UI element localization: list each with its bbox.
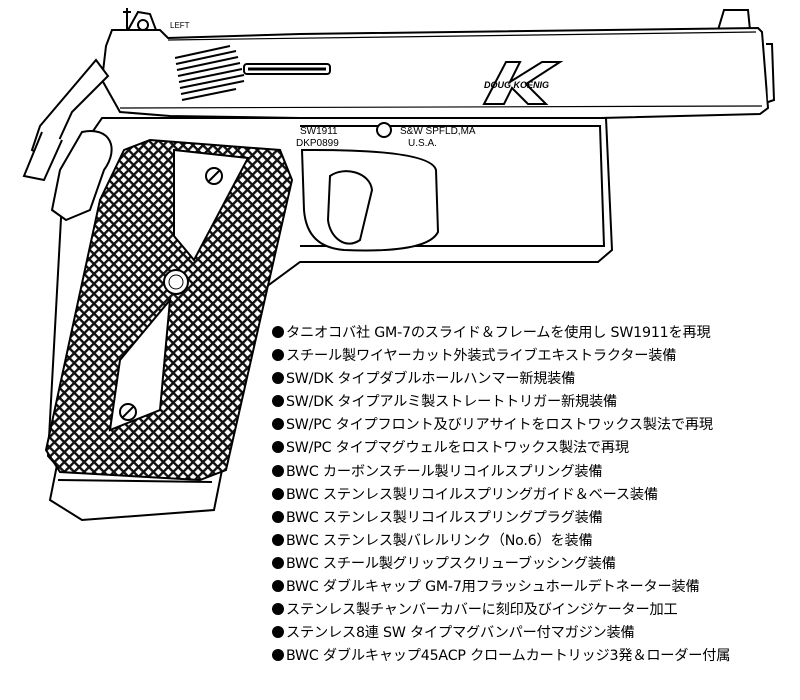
feature-text: SW/PC タイプフロント及びリアサイトをロストワックス製法で再現 [286,417,713,434]
brand-logo-text: DOUG KOENIG [484,80,549,90]
front-sight [716,9,752,31]
list-item: BWC ステンレス製バレルリンク（No.6）を装備 [272,530,730,553]
bullet-icon [272,349,284,362]
list-item: BWC カーボンスチール製リコイルスプリング装備 [272,461,730,484]
feature-text: BWC ステンレス製リコイルスプリングプラグ装備 [286,509,603,526]
bullet-icon [272,326,284,338]
hammer [22,58,110,182]
grip-safety [50,130,113,222]
bullet-icon [272,603,284,616]
safety-left-marking: LEFT [170,21,190,30]
bullet-icon [272,441,284,454]
serial-marking: DKP0899 [296,138,339,149]
feature-text: ステンレス製チャンバーカバーに刻印及びインジケーター加工 [286,602,678,619]
feature-text: BWC ステンレス製リコイルスプリングガイド＆ベース装備 [286,486,658,503]
list-item: BWC ダブルキャップ45ACP クロームカートリッジ3発＆ローダー付属 [272,645,730,668]
feature-text: BWC ダブルキャップ45ACP クロームカートリッジ3発＆ローダー付属 [286,648,731,665]
country-marking: U.S.A. [408,138,437,149]
trigger-guard [300,148,440,252]
feature-text: BWC ステンレス製バレルリンク（No.6）を装備 [286,532,593,549]
list-item: BWC スチール製グリップスクリューブッシング装備 [272,553,730,576]
list-item: BWC ダブルキャップ GM-7用フラッシュホールデトネーター装備 [272,576,730,599]
slide-serrations [174,45,245,101]
feature-text: BWC カーボンスチール製リコイルスプリング装備 [286,463,603,480]
grip-medallion [163,269,189,295]
feature-text: SW/DK タイプアルミ製ストレートトリガー新規装備 [286,394,617,411]
feature-text: スチール製ワイヤーカット外装式ライブエキストラクター装備 [286,348,677,365]
bullet-icon [272,372,284,385]
feature-text: BWC スチール製グリップスクリューブッシング装備 [286,555,616,572]
bullet-icon [272,649,284,662]
bullet-icon [272,510,284,523]
brand-logo: DOUG KOENIG [482,61,564,105]
list-item: SW/PC タイプマグウェルをロストワックス製法で再現 [272,437,730,460]
maker-marking: S&W SPFLD,MA [400,126,476,137]
bullet-icon [272,487,284,500]
list-item: SW/DK タイプダブルホールハンマー新規装備 [272,368,730,391]
list-item: スチール製ワイヤーカット外装式ライブエキストラクター装備 [272,345,730,368]
bullet-icon [272,626,284,639]
bullet-icon [272,395,284,408]
grip-panel [44,138,294,482]
bullet-icon [272,533,284,546]
list-item: ステンレス製チャンバーカバーに刻印及びインジケーター加工 [272,599,730,622]
feature-text: SW/DK タイプダブルホールハンマー新規装備 [286,371,576,388]
list-item: BWC ステンレス製リコイルスプリングガイド＆ベース装備 [272,484,730,507]
list-item: SW/PC タイプフロント及びリアサイトをロストワックス製法で再現 [272,414,730,437]
slide [100,26,776,119]
feature-text: タニオコバ社 GM-7のスライド＆フレームを使用し SW1911を再現 [286,325,711,341]
feature-list: タニオコバ社 GM-7のスライド＆フレームを使用し SW1911を再現 スチール… [272,322,730,668]
feature-text: ステンレス8連 SW タイプマグバンパー付マガジン装備 [286,625,635,642]
list-item: SW/DK タイプアルミ製ストレートトリガー新規装備 [272,391,730,414]
bullet-icon [272,464,284,477]
takedown-pin [376,122,392,138]
bullet-icon [272,556,284,569]
feature-text: BWC ダブルキャップ GM-7用フラッシュホールデトネーター装備 [286,579,700,596]
model-marking: SW1911 [300,126,338,137]
bullet-icon [272,418,284,431]
list-item: タニオコバ社 GM-7のスライド＆フレームを使用し SW1911を再現 [272,322,730,345]
bullet-icon [272,580,284,593]
list-item: ステンレス8連 SW タイプマグバンパー付マガジン装備 [272,622,730,645]
feature-text: SW/PC タイプマグウェルをロストワックス製法で再現 [286,440,629,457]
list-item: BWC ステンレス製リコイルスプリングプラグ装備 [272,507,730,530]
